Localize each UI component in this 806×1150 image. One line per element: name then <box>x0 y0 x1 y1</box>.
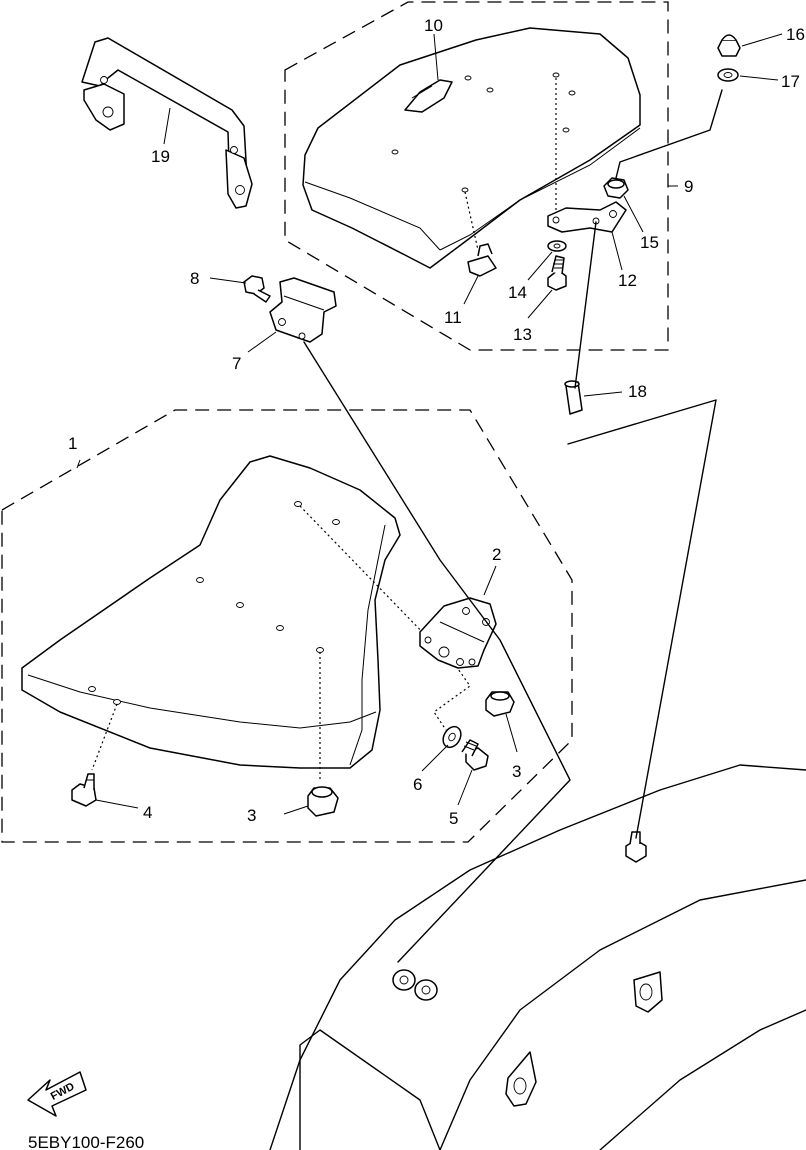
callout-4: 4 <box>143 803 152 822</box>
bolt-part-8 <box>243 275 271 303</box>
callout-8: 8 <box>190 269 199 288</box>
damper-part-11 <box>467 243 497 277</box>
callout-10: 10 <box>424 16 443 35</box>
bracket-part-12 <box>547 201 627 233</box>
forward-arrow-icon: FWD <box>27 1071 87 1117</box>
callout-6: 6 <box>413 775 422 794</box>
collar-part-18 <box>564 380 583 415</box>
callout-1: 1 <box>68 434 77 453</box>
callout-3b: 3 <box>247 806 256 825</box>
damper-part-3-upper <box>485 691 515 717</box>
callout-13: 13 <box>513 325 532 344</box>
callout-leaders <box>76 33 783 815</box>
front-seat-part <box>21 455 401 769</box>
callout-11: 11 <box>444 308 462 327</box>
front-seat-group-boundary <box>1 409 573 843</box>
callout-2: 2 <box>492 545 501 564</box>
bracket-part-2 <box>419 597 497 669</box>
nut-part-16 <box>717 34 741 57</box>
callout-14: 14 <box>508 283 527 302</box>
callout-18: 18 <box>628 382 647 401</box>
drawing-code: 5EBY100-F260 <box>28 1133 144 1150</box>
frame-grommets <box>392 969 438 1001</box>
grab-bar-part <box>81 37 253 209</box>
front-seat-mount-holes <box>88 501 340 705</box>
damper-part-3-lower <box>307 786 339 817</box>
rear-fender-frame <box>269 764 806 1150</box>
grommet-part-15 <box>603 177 629 199</box>
callout-15: 15 <box>640 233 659 252</box>
callout-labels: 1 2 3 3 4 5 6 7 8 9 10 11 12 13 14 15 16… <box>68 16 805 828</box>
rear-seat-group-boundary <box>284 1 669 351</box>
callout-5: 5 <box>449 809 458 828</box>
bolt-part-5 <box>461 739 489 771</box>
bolt-part-13 <box>547 255 567 291</box>
bracket-part-7 <box>269 277 337 343</box>
callout-17: 17 <box>781 72 800 91</box>
callout-3a: 3 <box>512 762 521 781</box>
rear-seat-part <box>302 27 641 269</box>
callout-12: 12 <box>618 271 637 290</box>
callout-7: 7 <box>232 354 241 373</box>
callout-19: 19 <box>151 147 170 166</box>
frame-bolt <box>625 831 647 863</box>
callout-16: 16 <box>786 25 805 44</box>
bolt-part-4 <box>71 773 97 807</box>
callout-9: 9 <box>684 177 693 196</box>
